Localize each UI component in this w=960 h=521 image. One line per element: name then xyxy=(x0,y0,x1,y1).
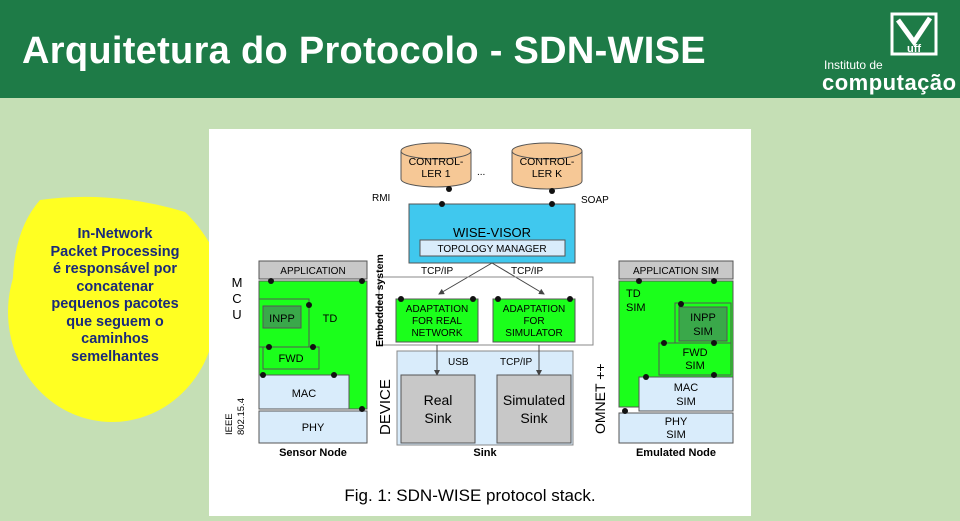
tcpip-label: TCP/IP xyxy=(500,357,533,368)
protocol-stack-figure: CONTROL- LER 1 ... CONTROL- LER K RMI SO… xyxy=(209,129,751,516)
phy-label: PHY xyxy=(302,422,325,434)
inpp-label: INPP xyxy=(269,313,295,325)
usb-label: USB xyxy=(448,357,469,368)
logo-line1: Instituto de xyxy=(824,58,883,72)
callout-line: In-Network xyxy=(77,226,153,242)
adaptation-real-label: FOR REAL xyxy=(412,316,462,327)
wise-visor-title: WISE-VISOR xyxy=(453,225,531,240)
callout-line: semelhantes xyxy=(71,348,159,365)
mac-sim-label: MAC xyxy=(674,382,699,394)
figure-caption: Fig. 1: SDN-WISE protocol stack. xyxy=(344,486,595,505)
sensor-node-label: Sensor Node xyxy=(279,447,347,459)
adaptation-real-network: ADAPTATION FOR REAL NETWORK xyxy=(395,296,479,343)
mac-sim-label: SIM xyxy=(676,396,696,408)
adaptation-simulator: ADAPTATION FOR SIMULATOR xyxy=(492,296,576,343)
sensor-node: APPLICATION INPP TD FWD MAC PHY xyxy=(258,260,368,444)
soap-label: SOAP xyxy=(581,195,609,206)
tcpip-label: TCP/IP xyxy=(421,266,454,277)
omnet-label: OMNET ++ xyxy=(592,363,608,434)
adaptation-sim-label: SIMULATOR xyxy=(505,328,562,339)
mac-label: MAC xyxy=(292,388,317,400)
logo-line2: computação xyxy=(822,70,957,95)
phy-sim-label: PHY xyxy=(665,416,688,428)
mcu-label: C xyxy=(232,291,241,306)
institute-logo: uff Instituto de computação xyxy=(814,10,956,95)
real-sink-label: Real xyxy=(424,392,453,408)
simulated-sink: Simulated Sink xyxy=(496,374,572,444)
ieee-label: 802.15.4 xyxy=(236,398,247,435)
td-sim-label: TD xyxy=(626,288,641,300)
uff-logo-icon: uff xyxy=(890,12,938,56)
callout-line: Packet Processing xyxy=(50,243,180,260)
topology-manager-label: TOPOLOGY MANAGER xyxy=(437,244,546,255)
simulated-sink-label: Simulated xyxy=(503,392,565,408)
emulated-node-label: Emulated Node xyxy=(636,447,716,459)
fwd-label: FWD xyxy=(278,353,303,365)
rmi-label: RMI xyxy=(372,193,390,204)
callout-line: é responsável por xyxy=(52,261,178,277)
controller-1-label: LER 1 xyxy=(421,168,450,180)
tcpip-label: TCP/IP xyxy=(511,266,544,277)
device-label: DEVICE xyxy=(377,379,394,435)
phy-sim-label: SIM xyxy=(666,429,686,441)
inpp-sim-label: SIM xyxy=(693,326,713,338)
simulated-sink-label: Sink xyxy=(520,410,548,426)
adaptation-sim-label: ADAPTATION xyxy=(503,304,565,315)
real-sink: Real Sink xyxy=(400,374,476,444)
slide-header: Arquitetura do Protocolo - SDN-WISE uff … xyxy=(0,0,960,98)
ieee-label: IEEE xyxy=(224,413,235,435)
logo-mark-text: uff xyxy=(907,43,921,55)
adaptation-real-label: ADAPTATION xyxy=(406,304,468,315)
adaptation-real-label: NETWORK xyxy=(411,328,462,339)
application-sim-label: APPLICATION SIM xyxy=(633,266,719,277)
controller-k-label: LER K xyxy=(532,168,562,180)
controller-k: CONTROL- LER K xyxy=(511,142,583,194)
emulated-node: APPLICATION SIM TD SIM INPP SIM FWD SIM … xyxy=(618,260,734,444)
td-sim-label: SIM xyxy=(626,302,646,314)
callout-line: caminhos xyxy=(81,331,149,347)
sink-label: Sink xyxy=(473,447,497,459)
callout-line: concatenar xyxy=(76,278,154,295)
controllers-ellipsis: ... xyxy=(477,167,485,178)
slide-title: Arquitetura do Protocolo - SDN-WISE xyxy=(22,30,706,72)
mcu-label: U xyxy=(232,307,241,322)
callout-line: pequenos pacotes xyxy=(51,296,179,312)
controller-k-label: CONTROL- xyxy=(520,156,575,168)
inpp-sim-label: INPP xyxy=(690,312,716,324)
diagram-canvas: CONTROL- LER 1 ... CONTROL- LER K RMI SO… xyxy=(224,142,734,505)
wise-visor: WISE-VISOR TOPOLOGY MANAGER xyxy=(408,201,576,264)
controller-1-label: CONTROL- xyxy=(409,156,464,168)
mcu-label: M xyxy=(232,275,243,290)
adaptation-sim-label: FOR xyxy=(523,316,544,327)
fwd-sim-label: FWD xyxy=(682,347,707,359)
callout-line: que seguem o xyxy=(66,313,164,330)
td-label: TD xyxy=(323,313,338,325)
application-label: APPLICATION xyxy=(280,266,345,277)
fwd-sim-label: SIM xyxy=(685,360,705,372)
real-sink-label: Sink xyxy=(424,410,452,426)
controller-1: CONTROL- LER 1 xyxy=(400,142,472,192)
callout-text: In-Network Packet Processing é responsáv… xyxy=(30,226,200,366)
embedded-system-label: Embedded system xyxy=(374,254,386,347)
